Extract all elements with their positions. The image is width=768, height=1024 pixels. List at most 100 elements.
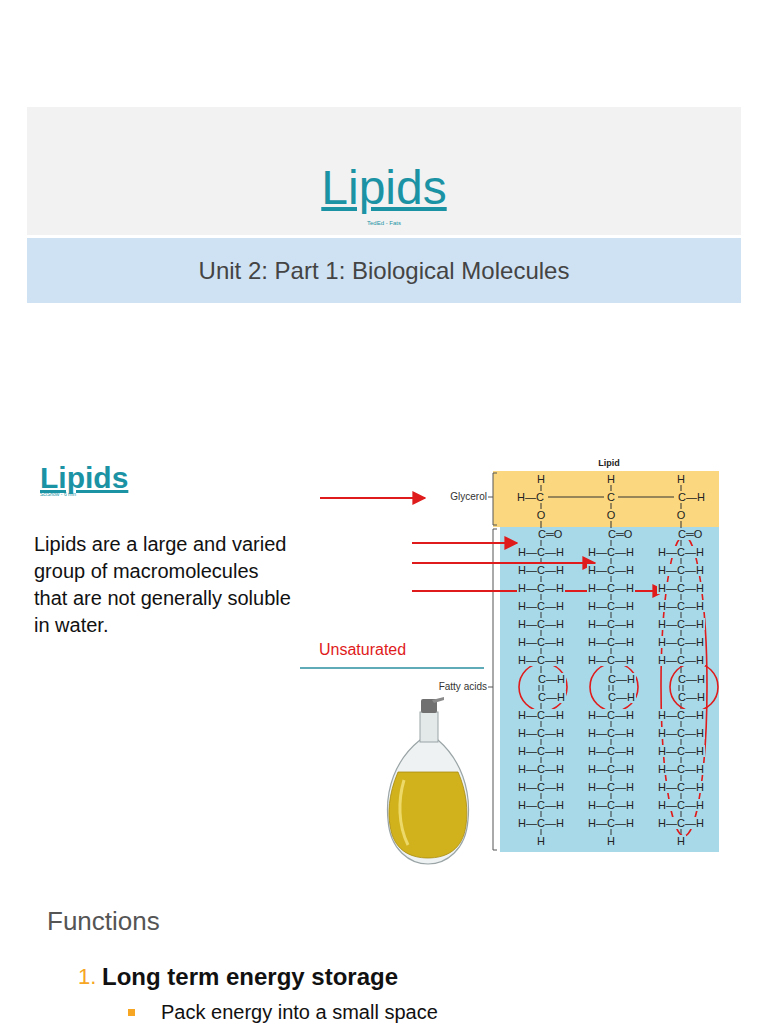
bullet-text: Pack energy into a small space bbox=[161, 1001, 438, 1024]
part-label: Glycerol bbox=[450, 491, 487, 503]
atom-group: H—C—H bbox=[657, 600, 705, 613]
source-note: TedEd - Fats bbox=[367, 220, 401, 227]
atom-group: H—C—H bbox=[657, 546, 705, 559]
part-label: Fatty acids bbox=[439, 681, 487, 693]
atom-group: H—C—H bbox=[587, 582, 635, 595]
source-note: SciShow - 6 min bbox=[40, 492, 76, 498]
atom-group: H—C—H bbox=[517, 799, 565, 812]
atom-group: H bbox=[606, 835, 616, 848]
atom-group: H—C—H bbox=[657, 636, 705, 649]
atom-group: H—C—H bbox=[587, 564, 635, 577]
list-number: 1. bbox=[78, 964, 96, 989]
double-bond-circle bbox=[519, 663, 567, 711]
fatty-acid-ground bbox=[500, 527, 719, 852]
atom-group: H—C—H bbox=[517, 546, 565, 559]
atom-group: H—C—H bbox=[587, 636, 635, 649]
atom-group: H bbox=[606, 473, 616, 486]
atom-group: H—C—H bbox=[517, 817, 565, 830]
atom-group: C—H bbox=[677, 691, 706, 704]
atom-group: H—C—H bbox=[587, 546, 635, 559]
atom-group: H—C—H bbox=[587, 799, 635, 812]
atom-group: H—C—H bbox=[657, 745, 705, 758]
leader-line bbox=[488, 497, 493, 498]
atom-group: H bbox=[676, 835, 686, 848]
atom-group: H—C—H bbox=[517, 618, 565, 631]
bottle-glass bbox=[387, 740, 468, 864]
figure-title: Lipid bbox=[598, 458, 620, 468]
atom-group: H—C—H bbox=[657, 564, 705, 577]
atom-group: H—C—H bbox=[517, 582, 565, 595]
slide-title: Lipids bbox=[321, 160, 446, 215]
atom-group: H—C bbox=[516, 491, 545, 504]
atom-group: C—H bbox=[537, 673, 566, 686]
atom-group: H bbox=[676, 473, 686, 486]
oil bbox=[389, 772, 467, 858]
title-band bbox=[27, 107, 741, 235]
bottle-neck bbox=[420, 712, 438, 742]
bond-line bbox=[618, 497, 674, 498]
atom-group: H—C—H bbox=[517, 709, 565, 722]
atom-group: C—H bbox=[607, 673, 636, 686]
atom-group: H—C—H bbox=[517, 781, 565, 794]
atom-group: H—C—H bbox=[657, 817, 705, 830]
subtitle-text: Unit 2: Part 1: Biological Molecules bbox=[199, 257, 570, 285]
atom-group: C—H bbox=[607, 691, 636, 704]
atom-group: H—C—H bbox=[587, 781, 635, 794]
body-text: Lipids are a large and varied group of m… bbox=[34, 531, 296, 639]
atom-group: O bbox=[676, 509, 687, 522]
atom-group: C—H bbox=[677, 673, 706, 686]
atom-group: H bbox=[536, 835, 546, 848]
list-item: Long term energy storage bbox=[102, 963, 398, 991]
atom-group: H—C—H bbox=[517, 763, 565, 776]
atom-group: H—C—H bbox=[587, 600, 635, 613]
atom-group: H—C—H bbox=[517, 745, 565, 758]
atom-group: C═O bbox=[677, 528, 703, 541]
atom-group: H—C—H bbox=[657, 709, 705, 722]
atom-group: C bbox=[606, 491, 616, 504]
atom-group: H—C—H bbox=[587, 817, 635, 830]
atom-group: C—H bbox=[677, 491, 706, 504]
term-label: Unsaturated bbox=[319, 641, 406, 659]
double-bond-circle bbox=[670, 663, 718, 711]
glycerol-bracket bbox=[493, 473, 497, 525]
atom-group: H—C—H bbox=[657, 799, 705, 812]
double-bond-circle bbox=[590, 663, 638, 711]
section-heading: Functions bbox=[47, 907, 160, 937]
pointer-arrow bbox=[320, 497, 425, 499]
atom-group: H bbox=[536, 473, 546, 486]
atom-group: H—C—H bbox=[587, 763, 635, 776]
atom-group: H—C—H bbox=[517, 564, 565, 577]
atom-group: H—C—H bbox=[657, 654, 705, 667]
subtitle-band: Unit 2: Part 1: Biological Molecules bbox=[27, 238, 741, 303]
atom-group: H—C—H bbox=[657, 582, 705, 595]
bottle-spout bbox=[432, 697, 444, 703]
atom-group: H—C—H bbox=[517, 654, 565, 667]
atom-group: H—C—H bbox=[657, 727, 705, 740]
section-heading: Lipids bbox=[40, 461, 128, 496]
atom-group: H—C—H bbox=[657, 618, 705, 631]
atom-group: H—C—H bbox=[587, 709, 635, 722]
atom-group: C—H bbox=[537, 691, 566, 704]
leader-line bbox=[488, 687, 493, 688]
atom-group: H—C—H bbox=[657, 781, 705, 794]
atom-group: H—C—H bbox=[517, 600, 565, 613]
atom-group: H—C—H bbox=[517, 636, 565, 649]
oil-bottle bbox=[387, 697, 468, 864]
atom-group: O bbox=[606, 509, 617, 522]
atom-group: H—C—H bbox=[517, 727, 565, 740]
atom-group: H—C—H bbox=[587, 618, 635, 631]
atom-group: C═O bbox=[537, 528, 563, 541]
atom-group: C═O bbox=[607, 528, 633, 541]
atom-group: H—C—H bbox=[587, 745, 635, 758]
atom-group: O bbox=[536, 509, 547, 522]
bond-line bbox=[548, 497, 604, 498]
atom-group: H—C—H bbox=[587, 727, 635, 740]
underline-rule bbox=[300, 667, 484, 669]
glycerol-ground bbox=[493, 471, 719, 527]
pointer-arrow bbox=[412, 562, 595, 564]
oil-highlight bbox=[400, 780, 408, 845]
atom-group: H—C—H bbox=[587, 654, 635, 667]
red-arrows bbox=[320, 498, 665, 591]
